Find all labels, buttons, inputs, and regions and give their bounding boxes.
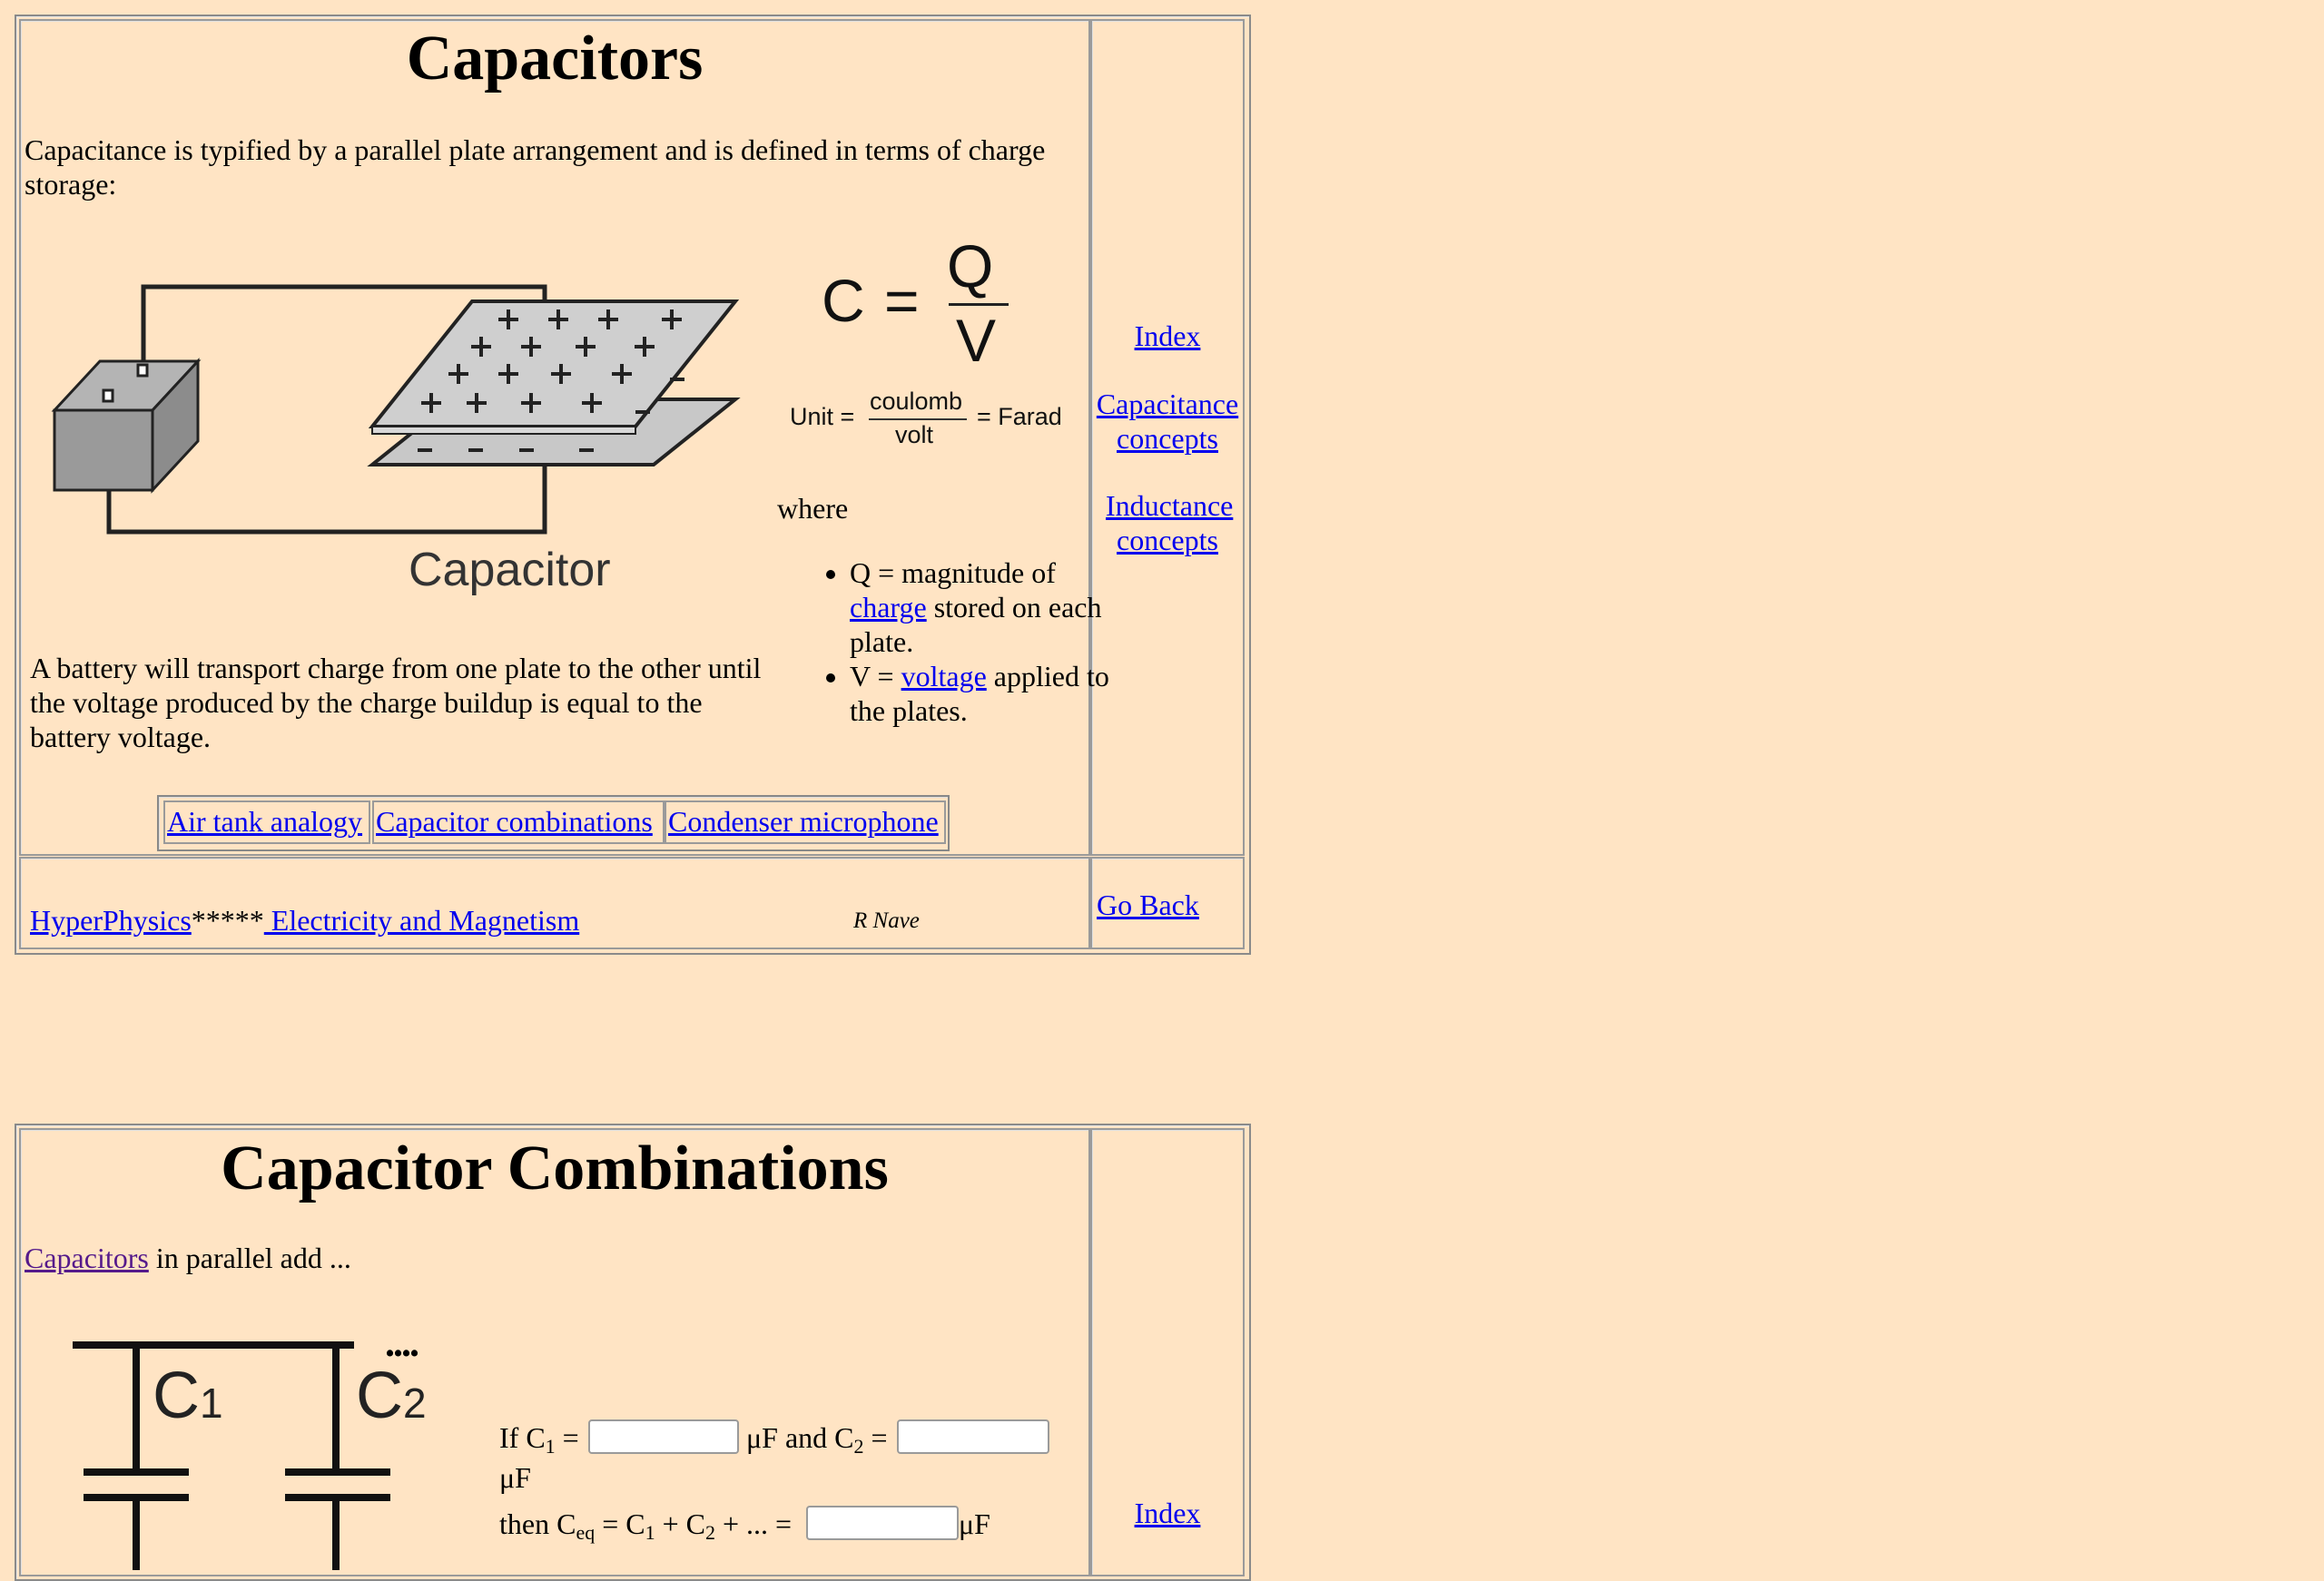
footer-nav: HyperPhysics***** Electricity and Magnet…: [30, 904, 580, 937]
capacitor-diagram: [51, 284, 741, 535]
continuation-dots: ....: [385, 1321, 419, 1365]
section1-table: [15, 15, 1251, 955]
air-tank-analogy-link[interactable]: Air tank analogy: [167, 805, 363, 838]
condenser-microphone-link[interactable]: Condenser microphone: [668, 805, 939, 838]
formula-v: V: [956, 307, 997, 374]
formula-c: C: [822, 267, 865, 334]
where-text: where: [777, 492, 849, 525]
parallel-capacitors-diagram: [73, 1341, 390, 1570]
parallel-intro: Capacitors in parallel add ...: [25, 1242, 351, 1274]
formula-fraction-bar: [949, 303, 1009, 306]
related-link-cell-2: Capacitor combinations: [372, 800, 665, 844]
and-c2-label: μF and C2 =: [746, 1421, 888, 1458]
c2-unit: μF: [499, 1461, 531, 1494]
c1-label: C1: [153, 1360, 223, 1432]
section1-main-cell: [19, 19, 1090, 856]
unit-denominator: volt: [895, 421, 934, 448]
then-ceq-label: then Ceq = C1 + C2 + ... =: [499, 1507, 793, 1544]
battery-explanation: A battery will transport charge from one…: [30, 652, 762, 753]
formula-q: Q: [947, 232, 994, 300]
inductance-concepts-link[interactable]: Inductance concepts: [1106, 489, 1234, 556]
intro-text: Capacitance is typified by a parallel pl…: [25, 133, 1046, 201]
related-link-cell-3: Condenser microphone: [665, 800, 946, 844]
formula-equals: =: [884, 267, 920, 334]
side-index-link[interactable]: Index: [1134, 319, 1201, 352]
charge-link[interactable]: charge: [850, 591, 927, 624]
electricity-magnetism-link[interactable]: Electricity and Magnetism: [263, 904, 580, 937]
section1-side-cell: [1090, 19, 1245, 856]
page-title: Capacitors: [406, 24, 704, 93]
definition-list: Q = magnitude of charge stored on each p…: [806, 555, 1111, 728]
related-link-cell-1: Air tank analogy: [163, 800, 370, 844]
unit-numerator: coulomb: [870, 388, 963, 415]
hyperphysics-link[interactable]: HyperPhysics: [30, 904, 192, 937]
unit-prefix: Unit =: [790, 403, 855, 430]
capacitor-combinations-link[interactable]: Capacitor combinations: [376, 805, 653, 838]
author-credit: R Nave: [853, 908, 920, 933]
ceq-unit: μF: [959, 1507, 990, 1540]
go-back-link[interactable]: Go Back: [1097, 889, 1199, 921]
voltage-link[interactable]: voltage: [901, 660, 987, 692]
section2-index-link[interactable]: Index: [1134, 1497, 1201, 1529]
capacitance-concepts-link[interactable]: Capacitance concepts: [1096, 388, 1239, 455]
footer-main-cell: [19, 857, 1090, 949]
c2-label: C2: [356, 1360, 427, 1432]
unit-suffix: = Farad: [977, 403, 1062, 430]
capacitor-label: Capacitor: [409, 544, 611, 596]
unit-fraction-bar: [869, 418, 967, 420]
section2-title: Capacitor Combinations: [221, 1134, 889, 1203]
definition-q: Q = magnitude of charge stored on each p…: [850, 555, 1111, 659]
c2-input[interactable]: [897, 1419, 1049, 1454]
definition-v: V = voltage applied to the plates.: [850, 659, 1111, 728]
c1-input[interactable]: [588, 1419, 739, 1454]
footer-side-cell: [1090, 857, 1245, 949]
capacitors-link[interactable]: Capacitors: [25, 1242, 149, 1274]
related-links-table: [157, 795, 950, 851]
if-c1-label: If C1 =: [499, 1421, 579, 1458]
ceq-output[interactable]: [806, 1506, 959, 1540]
